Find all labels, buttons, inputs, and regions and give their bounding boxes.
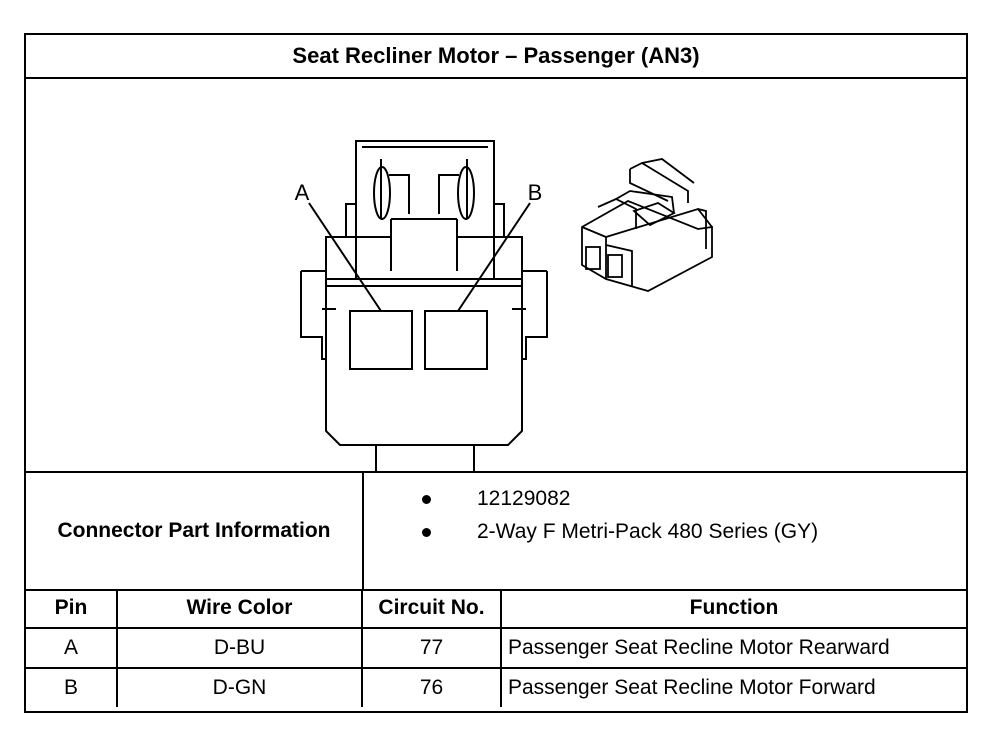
pin-table: Pin Wire Color Circuit No. Function A D-… — [26, 589, 966, 707]
function-cell: Passenger Seat Recline Motor Forward — [500, 667, 966, 707]
connector-info-item: 12129082 — [364, 482, 570, 516]
header-function: Function — [500, 589, 966, 629]
connector-part-number: 12129082 — [477, 487, 571, 510]
connector-sheet: Seat Recliner Motor – Passenger (AN3) — [24, 33, 968, 713]
leader-line-a — [308, 202, 382, 312]
cavity-a — [349, 310, 413, 370]
bullet-icon — [422, 527, 431, 537]
table-row: B D-GN 76 Passenger Seat Recline Motor F… — [26, 667, 966, 707]
pin-cell: B — [26, 667, 118, 707]
leader-line-b — [457, 202, 531, 312]
circuit-cell: 76 — [361, 667, 502, 707]
table-header-row: Pin Wire Color Circuit No. Function — [26, 589, 966, 629]
pin-label-b: B — [528, 180, 543, 205]
connector-info-label: Connector Part Information — [26, 473, 364, 589]
connector-face-drawing — [300, 140, 548, 471]
connector-info-item: 2-Way F Metri-Pack 480 Series (GY) — [364, 515, 818, 549]
pin-cell: A — [26, 627, 118, 669]
connector-info-list: 12129082 2-Way F Metri-Pack 480 Series (… — [364, 473, 964, 589]
header-circuit-no: Circuit No. — [361, 589, 502, 629]
table-row: A D-BU 77 Passenger Seat Recline Motor R… — [26, 627, 966, 669]
connector-diagram-area: A B — [26, 79, 966, 471]
function-cell: Passenger Seat Recline Motor Rearward — [500, 627, 966, 669]
connector-info-row: Connector Part Information 12129082 2-Wa… — [26, 471, 966, 591]
wire-color-cell: D-GN — [116, 667, 363, 707]
pin-label-a: A — [295, 180, 310, 205]
connector-description: 2-Way F Metri-Pack 480 Series (GY) — [477, 520, 819, 543]
header-wire-color: Wire Color — [116, 589, 363, 629]
connector-diagram: A B — [295, 140, 713, 471]
bullet-icon — [422, 494, 431, 504]
page-title: Seat Recliner Motor – Passenger (AN3) — [26, 35, 966, 79]
cavity-b — [424, 310, 488, 370]
circuit-cell: 77 — [361, 627, 502, 669]
wire-color-cell: D-BU — [116, 627, 363, 669]
header-pin: Pin — [26, 589, 118, 629]
connector-iso-illustration — [581, 158, 713, 292]
